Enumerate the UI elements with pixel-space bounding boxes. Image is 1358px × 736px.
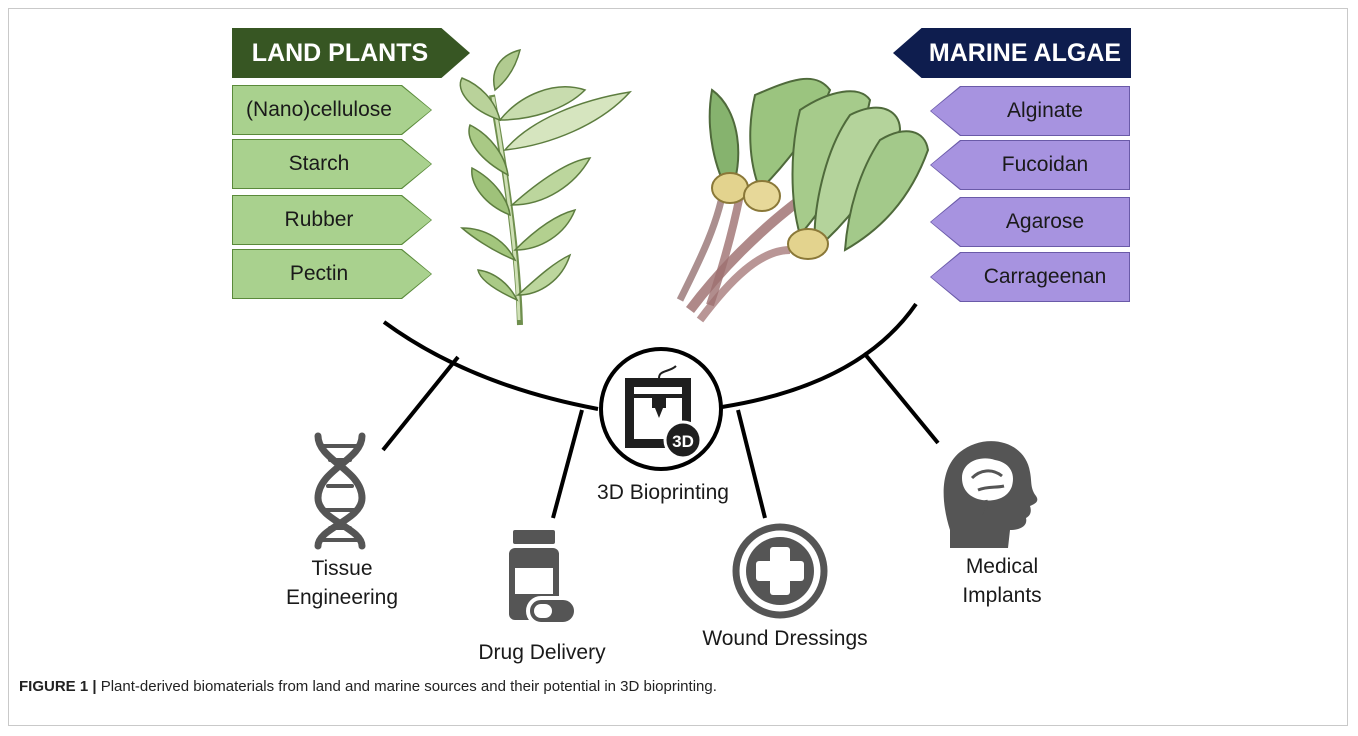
connector-tissue: [381, 355, 460, 452]
main-arc: [382, 320, 599, 411]
land-plant-illustration: [459, 48, 632, 326]
drug-delivery-label: Drug Delivery: [478, 641, 606, 664]
connector-wound: [736, 409, 767, 519]
medical-implants-line-2: Implants: [962, 584, 1042, 607]
3d-badge-text: 3D: [672, 432, 694, 451]
figure-frame: [8, 8, 1348, 726]
medical-implants-label: Medical Implants: [932, 552, 1072, 610]
figure-caption-text: Plant-derived biomaterials from land and…: [96, 678, 717, 695]
connector-drug: [551, 409, 584, 519]
tissue-engineering-label: Tissue Engineering: [272, 554, 412, 612]
medical-implants-line-1: Medical: [965, 555, 1039, 578]
marine-item-carrageenan: Carrageenan: [930, 252, 1130, 302]
marine-algae-title: MARINE ALGAE: [928, 38, 1122, 67]
land-item-nanocellulose: (Nano)cellulose: [232, 85, 432, 135]
pill-bottle-icon: [509, 530, 578, 626]
figure-caption-label: FIGURE 1 |: [19, 678, 97, 695]
dna-icon: [314, 432, 366, 550]
marine-item-fucoidan: Fucoidan: [930, 140, 1130, 190]
brain-head-icon: [943, 441, 1038, 548]
connector-implants: [862, 351, 940, 445]
land-plants-title: LAND PLANTS: [251, 38, 429, 67]
tissue-engineering-line-2: Engineering: [285, 586, 399, 609]
main-arc-right: [721, 302, 918, 409]
3d-printer-icon: 3D: [625, 365, 703, 460]
land-plants-banner: LAND PLANTS: [232, 28, 470, 78]
land-item-starch: Starch: [232, 139, 432, 189]
tissue-engineering-line-1: Tissue: [311, 557, 373, 580]
land-item-pectin: Pectin: [232, 249, 432, 299]
marine-item-agarose: Agarose: [930, 197, 1130, 247]
marine-item-alginate: Alginate: [930, 86, 1130, 136]
plus-circle-icon: [732, 523, 828, 619]
bioprinting-label: 3D Bioprinting: [597, 481, 729, 504]
marine-algae-banner: MARINE ALGAE: [893, 28, 1131, 78]
figure-caption: FIGURE 1 | Plant-derived biomaterials fr…: [19, 678, 717, 695]
algae-illustration: [676, 77, 930, 323]
wound-dressings-label: Wound Dressings: [702, 627, 868, 650]
land-item-rubber: Rubber: [232, 195, 432, 245]
